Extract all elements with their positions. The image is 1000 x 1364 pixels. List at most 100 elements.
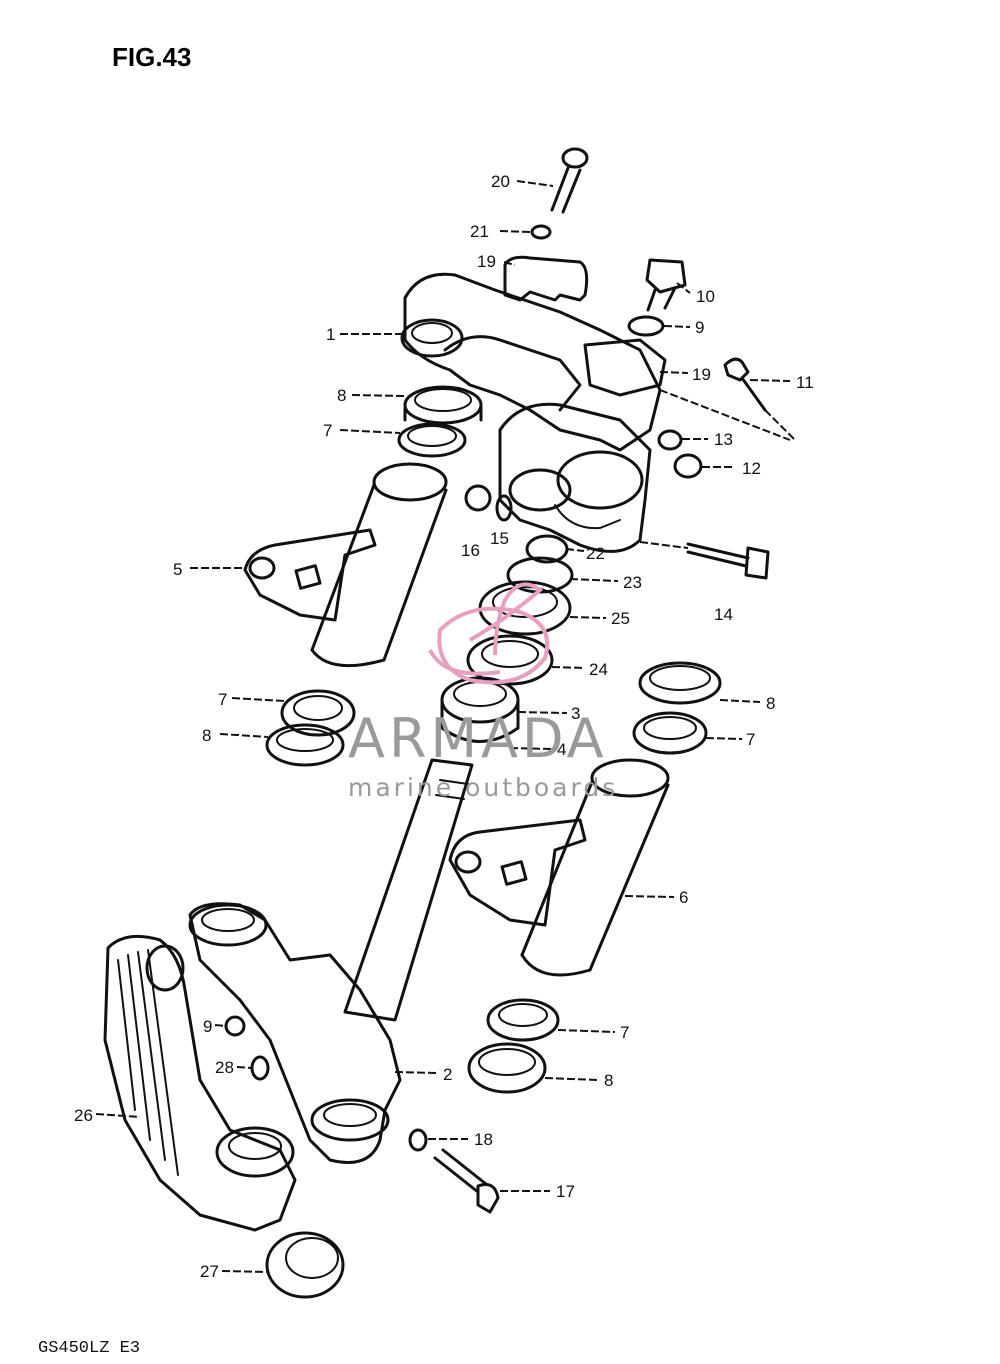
part-15-washer: [495, 494, 513, 522]
leader-8-upper-left: [351, 394, 406, 397]
label-7-lower-right: 7: [620, 1023, 629, 1042]
part-12-cap-nut: [673, 453, 703, 479]
label-20: 20: [491, 172, 510, 191]
part-8-ring-upper-left: [403, 385, 483, 425]
part-28-washer: [250, 1055, 270, 1081]
part-8-ring-right: [638, 661, 722, 705]
part-21-washer: [530, 224, 552, 240]
part-13-nut: [657, 429, 683, 451]
part-7-ring-right: [632, 711, 708, 755]
part-19-clamp-upper: [503, 255, 589, 302]
leader-lines: [95, 180, 796, 1273]
part-7-ring-upper-left: [397, 422, 467, 458]
label-14: 14: [714, 605, 733, 624]
part-17-bolt: [433, 1148, 500, 1214]
label-9-lower: 9: [203, 1017, 212, 1036]
watermark-logo: [428, 582, 550, 685]
label-8-left-middle: 8: [202, 726, 211, 745]
leader-28: [236, 1066, 253, 1069]
leader-7-left-middle: [231, 697, 286, 702]
leader-9-upper: [663, 325, 691, 328]
leader-8-lower-right: [544, 1077, 599, 1081]
leader-19-upper: [503, 261, 516, 266]
part-11-bolt: [723, 357, 767, 412]
model-code: GS450LZ E3: [38, 1339, 140, 1358]
label-8-lower-right: 8: [604, 1071, 613, 1090]
leader-14: [639, 541, 689, 549]
label-19-upper: 19: [477, 252, 496, 271]
leader-7-right: [705, 737, 743, 740]
label-8-right: 8: [766, 694, 775, 713]
leader-24: [551, 666, 586, 669]
part-9-washer-lower: [224, 1015, 246, 1037]
label-3: 3: [571, 704, 580, 723]
label-23: 23: [623, 573, 642, 592]
part-5-left-fork-tube: [243, 462, 448, 668]
part-18-washer: [408, 1128, 428, 1152]
part-2-lower-bracket: [188, 758, 474, 1164]
leader-20: [516, 180, 554, 187]
leader-22: [565, 548, 585, 552]
label-10: 10: [696, 287, 715, 306]
label-4: 4: [557, 740, 566, 759]
label-28: 28: [215, 1058, 234, 1077]
part-8-ring-lower-right: [467, 1042, 547, 1094]
part-1-upper-bracket: [400, 272, 667, 553]
leader-4: [509, 747, 553, 750]
label-7-right: 7: [746, 730, 755, 749]
label-24: 24: [589, 660, 608, 679]
part-16-cap: [464, 484, 492, 512]
label-12: 12: [742, 459, 761, 478]
part-labels: 20 21 19 10 9 1 19 11 8 7 13 12 15 16 22…: [74, 172, 814, 1281]
leader-7-lower-right: [557, 1029, 616, 1033]
label-26: 26: [74, 1106, 93, 1125]
leader-23: [569, 578, 619, 582]
leader-9-lower: [214, 1024, 227, 1027]
part-26-fork-cover: [103, 934, 297, 1232]
part-14-bolt: [686, 542, 770, 580]
part-9-washer-upper: [627, 315, 665, 337]
leader-11-arrow-b: [764, 409, 796, 441]
label-17: 17: [556, 1182, 575, 1201]
label-21-upper: 21: [470, 222, 489, 241]
part-drawings: [103, 147, 770, 1299]
watermark-brand-name: ARMADA: [348, 707, 608, 770]
leader-19-lower: [659, 371, 689, 374]
label-15: 15: [490, 529, 509, 548]
part-8-ring-left-middle: [265, 723, 345, 767]
label-19-lower: 19: [692, 365, 711, 384]
label-7-left-middle: 7: [218, 690, 227, 709]
label-13: 13: [714, 430, 733, 449]
leader-6: [624, 895, 675, 898]
label-2: 2: [443, 1065, 452, 1084]
label-8-upper-left: 8: [337, 386, 346, 405]
leader-11: [749, 379, 791, 382]
part-6-right-fork-tube: [448, 758, 670, 977]
label-6: 6: [679, 888, 688, 907]
leader-21-upper: [499, 230, 531, 233]
leader-11-arrow-a: [659, 389, 791, 441]
label-9-upper: 9: [695, 318, 704, 337]
leader-26: [95, 1113, 141, 1118]
label-5: 5: [173, 560, 182, 579]
part-20-bolt: [550, 147, 589, 214]
leader-25: [569, 616, 607, 619]
part-24-bearing: [466, 634, 554, 686]
watermark: ARMADA marine outboards: [348, 582, 618, 802]
part-10-bolt: [645, 258, 687, 312]
leader-8-left-middle: [219, 733, 269, 738]
label-22: 22: [586, 544, 605, 563]
part-19-clamp-lower: [583, 338, 667, 397]
watermark-tagline: marine outboards: [348, 773, 618, 802]
leader-7-upper-left: [339, 429, 401, 434]
label-16: 16: [461, 541, 480, 560]
leader-2: [394, 1071, 439, 1074]
part-7-ring-lower-right: [486, 998, 560, 1042]
figure-title: FIG.43: [112, 42, 191, 72]
label-25: 25: [611, 609, 630, 628]
leader-27: [221, 1270, 269, 1273]
label-7-upper-left: 7: [323, 421, 332, 440]
part-7-ring-left-middle: [280, 689, 356, 737]
leader-10: [676, 282, 691, 294]
